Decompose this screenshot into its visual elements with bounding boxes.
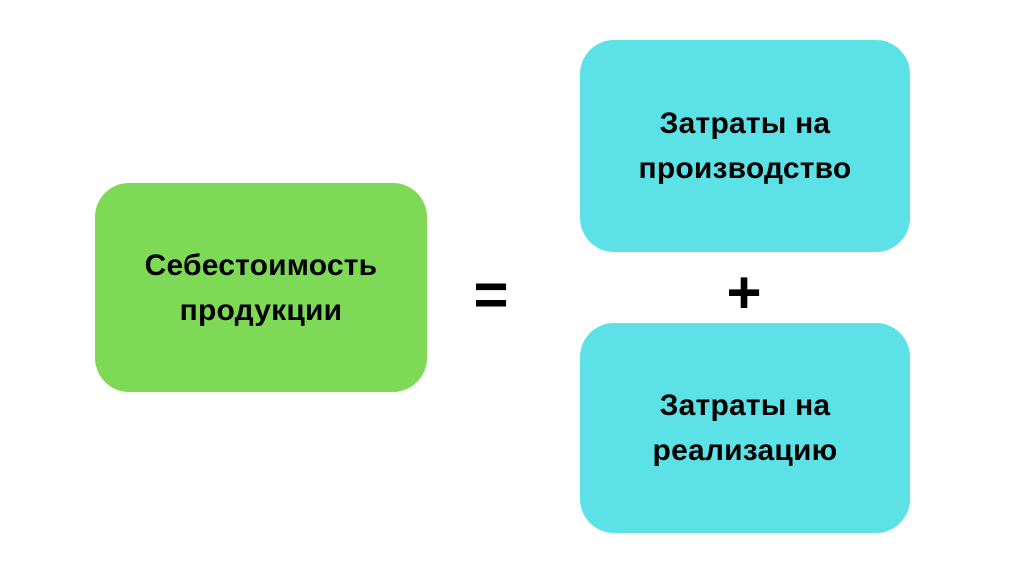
cost-of-production-label: Себестоимость продукции xyxy=(145,243,378,333)
equals-sign: = xyxy=(473,261,509,328)
cost-of-production-box: Себестоимость продукции xyxy=(95,183,427,392)
production-costs-box: Затраты на производство xyxy=(580,40,910,252)
plus-sign: + xyxy=(726,259,762,326)
label-line-2: реализацию xyxy=(652,434,838,467)
label-line-2: продукции xyxy=(179,293,343,327)
label-line-1: Себестоимость xyxy=(144,248,378,282)
production-costs-label: Затраты на производство xyxy=(639,101,852,191)
label-line-1: Затраты на xyxy=(659,107,831,140)
label-line-1: Затраты на xyxy=(659,389,831,422)
sales-costs-label: Затраты на реализацию xyxy=(653,383,838,473)
label-line-2: производство xyxy=(638,152,852,185)
sales-costs-box: Затраты на реализацию xyxy=(580,323,910,533)
